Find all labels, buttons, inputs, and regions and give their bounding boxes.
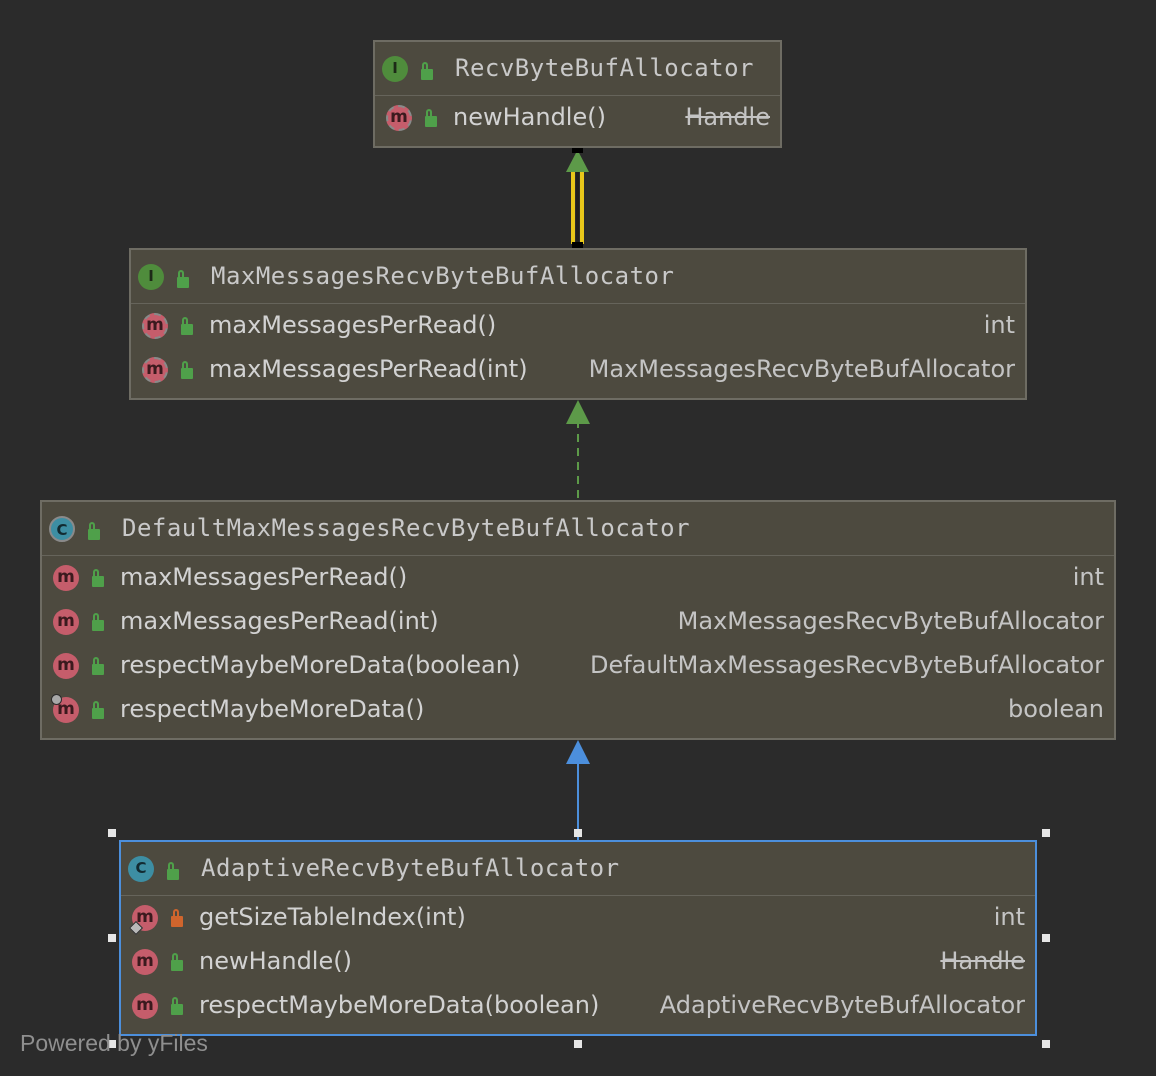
method-row[interactable]: m getSizeTableIndex(int) int bbox=[121, 896, 1035, 940]
resize-handle-bottom[interactable] bbox=[574, 1040, 582, 1048]
method-icon: m bbox=[53, 653, 79, 679]
abstract-method-icon: m bbox=[142, 313, 168, 339]
public-lock-icon bbox=[181, 317, 193, 335]
implements-arrowhead bbox=[566, 150, 589, 172]
return-type: AdaptiveRecvByteBufAllocator bbox=[659, 991, 1025, 1019]
method-row[interactable]: m maxMessagesPerRead() int bbox=[131, 304, 1025, 348]
return-type: int bbox=[983, 311, 1015, 339]
public-lock-icon bbox=[92, 569, 104, 587]
resize-handle-right[interactable] bbox=[1042, 934, 1050, 942]
implements-arrowhead bbox=[566, 400, 590, 424]
edge-handle-bottom[interactable] bbox=[572, 242, 583, 253]
public-lock-icon bbox=[171, 997, 183, 1015]
public-lock-icon bbox=[181, 361, 193, 379]
abstract-method-icon: m bbox=[386, 105, 412, 131]
method-name: maxMessagesPerRead() bbox=[120, 563, 408, 591]
public-lock-icon bbox=[92, 613, 104, 631]
resize-handle-top[interactable] bbox=[574, 829, 582, 837]
public-lock-icon bbox=[92, 701, 104, 719]
node-default-max-messages-recv-byte-buf-allocator[interactable]: C DefaultMaxMessagesRecvByteBufAllocator… bbox=[40, 500, 1116, 740]
override-marker-icon bbox=[51, 694, 62, 705]
node-title: AdaptiveRecvByteBufAllocator bbox=[201, 854, 620, 882]
extends-arrowhead bbox=[566, 740, 590, 764]
node-recv-byte-buf-allocator[interactable]: I RecvByteBufAllocator m newHandle() Han… bbox=[373, 40, 782, 148]
edge-adaptive-to-default[interactable] bbox=[566, 740, 590, 840]
return-type: int bbox=[993, 903, 1025, 931]
method-name: respectMaybeMoreData(boolean) bbox=[120, 651, 521, 679]
public-lock-icon bbox=[425, 109, 437, 127]
method-row[interactable]: m maxMessagesPerRead() int bbox=[42, 556, 1114, 600]
resize-handle-top-right[interactable] bbox=[1042, 829, 1050, 837]
method-name: maxMessagesPerRead(int) bbox=[120, 607, 439, 635]
public-lock-icon bbox=[92, 657, 104, 675]
return-type: int bbox=[1072, 563, 1104, 591]
node-header: C DefaultMaxMessagesRecvByteBufAllocator bbox=[42, 502, 1114, 556]
node-title: RecvByteBufAllocator bbox=[455, 54, 754, 82]
resize-handle-bottom-left[interactable] bbox=[108, 1040, 116, 1048]
return-type: boolean bbox=[1008, 695, 1104, 723]
method-icon: m bbox=[53, 697, 79, 723]
node-title: MaxMessagesRecvByteBufAllocator bbox=[211, 262, 675, 290]
method-icon: m bbox=[53, 565, 79, 591]
node-max-messages-recv-byte-buf-allocator[interactable]: I MaxMessagesRecvByteBufAllocator m maxM… bbox=[129, 248, 1027, 400]
method-row[interactable]: m respectMaybeMoreData(boolean) DefaultM… bbox=[42, 644, 1114, 688]
resize-handle-top-left[interactable] bbox=[108, 829, 116, 837]
return-type: Handle bbox=[685, 103, 770, 131]
method-row[interactable]: m maxMessagesPerRead(int) MaxMessagesRec… bbox=[42, 600, 1114, 644]
node-header: I RecvByteBufAllocator bbox=[375, 42, 780, 96]
public-lock-icon bbox=[88, 522, 100, 540]
method-name: newHandle() bbox=[453, 103, 606, 131]
method-row[interactable]: m respectMaybeMoreData() boolean bbox=[42, 688, 1114, 732]
private-lock-icon bbox=[171, 909, 183, 927]
edge-default-to-maxmessages[interactable] bbox=[566, 400, 590, 500]
edge-maxmessages-to-recv[interactable] bbox=[566, 142, 589, 253]
public-lock-icon bbox=[167, 862, 179, 880]
method-icon: m bbox=[132, 949, 158, 975]
method-row[interactable]: m respectMaybeMoreData(boolean) Adaptive… bbox=[121, 984, 1035, 1028]
return-type: Handle bbox=[940, 947, 1025, 975]
resize-handle-left[interactable] bbox=[108, 934, 116, 942]
method-row[interactable]: m maxMessagesPerRead(int) MaxMessagesRec… bbox=[131, 348, 1025, 392]
method-name: maxMessagesPerRead(int) bbox=[209, 355, 528, 383]
interface-icon: I bbox=[138, 264, 164, 290]
resize-handle-bottom-right[interactable] bbox=[1042, 1040, 1050, 1048]
public-lock-icon bbox=[177, 270, 189, 288]
method-name: getSizeTableIndex(int) bbox=[199, 903, 466, 931]
node-header: C AdaptiveRecvByteBufAllocator bbox=[121, 842, 1035, 896]
method-name: respectMaybeMoreData() bbox=[120, 695, 425, 723]
abstract-method-icon: m bbox=[142, 357, 168, 383]
method-name: maxMessagesPerRead() bbox=[209, 311, 497, 339]
public-lock-icon bbox=[171, 953, 183, 971]
return-type: MaxMessagesRecvByteBufAllocator bbox=[588, 355, 1015, 383]
return-type: DefaultMaxMessagesRecvByteBufAllocator bbox=[589, 651, 1104, 679]
class-icon: C bbox=[128, 856, 154, 882]
method-name: respectMaybeMoreData(boolean) bbox=[199, 991, 600, 1019]
interface-icon: I bbox=[382, 56, 408, 82]
method-icon: m bbox=[53, 609, 79, 635]
abstract-class-icon: C bbox=[49, 516, 75, 542]
return-type: MaxMessagesRecvByteBufAllocator bbox=[677, 607, 1104, 635]
method-icon: m bbox=[132, 993, 158, 1019]
method-row[interactable]: m newHandle() Handle bbox=[375, 96, 780, 140]
public-lock-icon bbox=[421, 62, 433, 80]
method-row[interactable]: m newHandle() Handle bbox=[121, 940, 1035, 984]
node-title: DefaultMaxMessagesRecvByteBufAllocator bbox=[122, 514, 691, 542]
method-name: newHandle() bbox=[199, 947, 352, 975]
node-adaptive-recv-byte-buf-allocator[interactable]: C AdaptiveRecvByteBufAllocator m getSize… bbox=[119, 840, 1037, 1036]
powered-by-label: Powered by yFiles bbox=[20, 1030, 208, 1056]
node-header: I MaxMessagesRecvByteBufAllocator bbox=[131, 250, 1025, 304]
